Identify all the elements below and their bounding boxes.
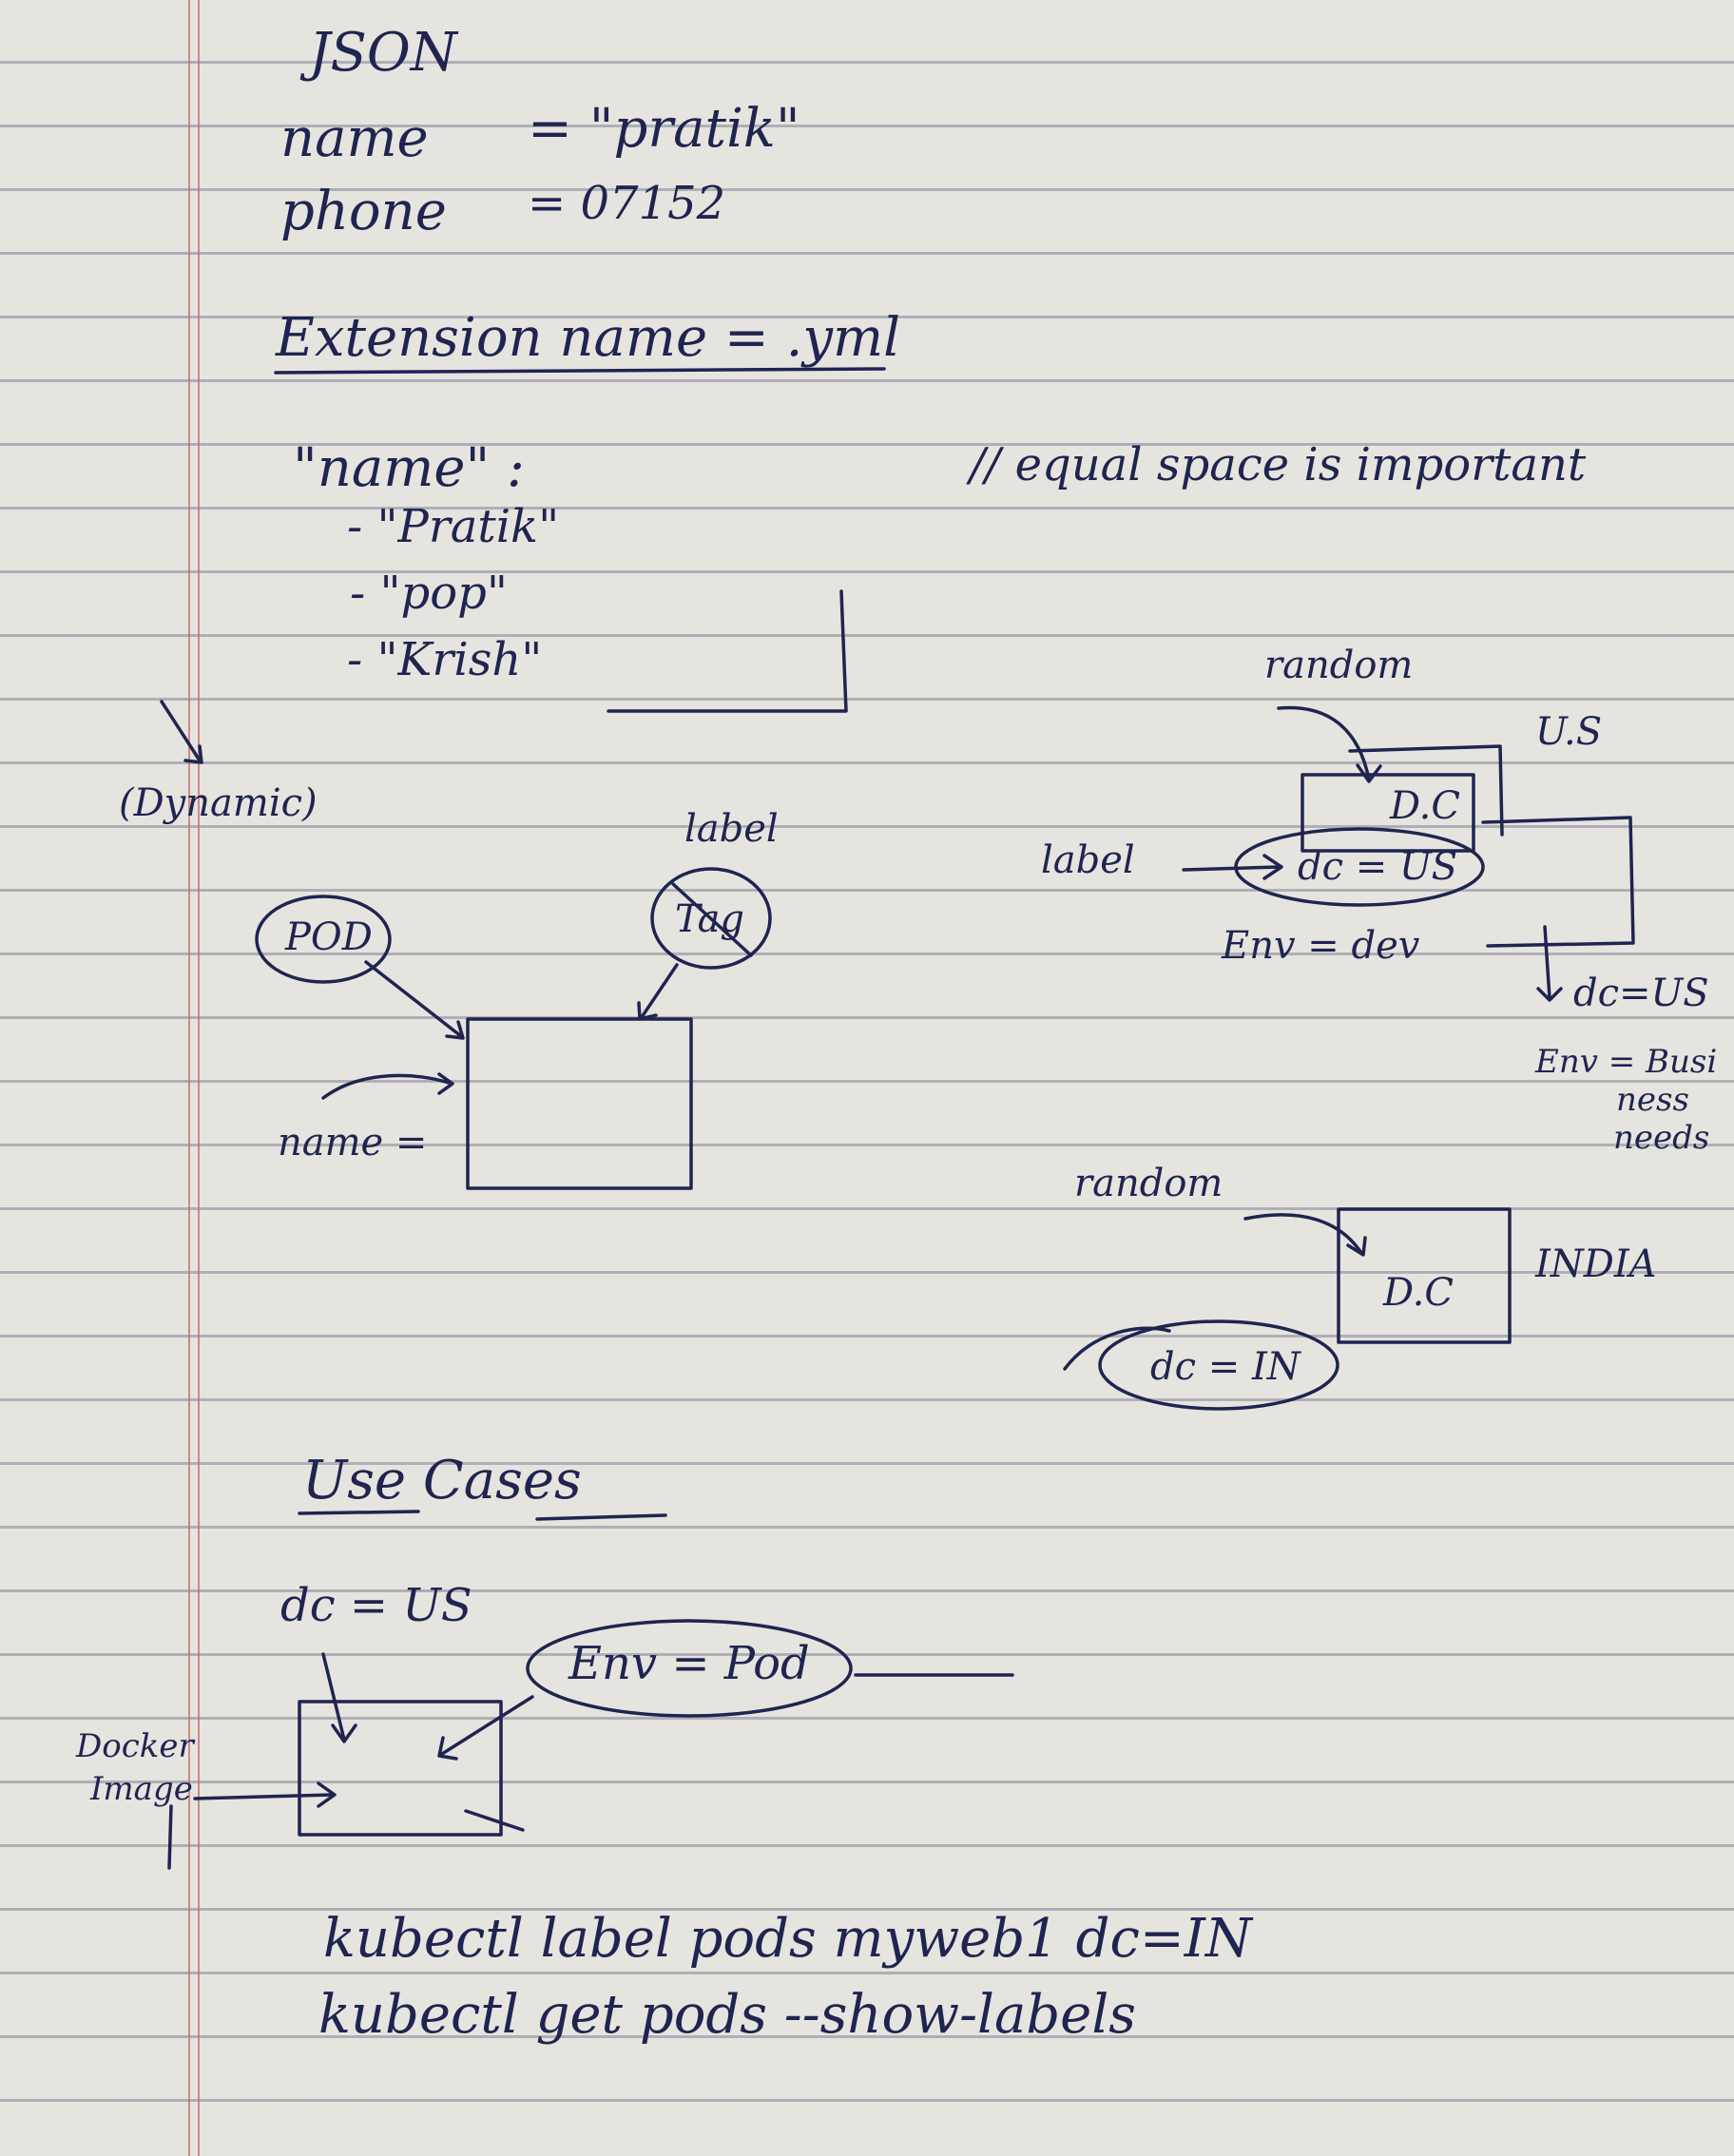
india-label: INDIA <box>1535 1242 1657 1286</box>
docker-line-1: Docker <box>76 1727 194 1765</box>
docker-stem <box>167 1804 173 1870</box>
command-line-2: kubectl get pods --show-labels <box>318 1984 1136 2046</box>
label-arrow <box>1182 854 1283 880</box>
env-business: Env = Busi <box>1535 1043 1718 1081</box>
docker-arrow <box>193 1781 337 1808</box>
tag-circle <box>650 867 772 970</box>
env-prod-circle <box>526 1619 853 1718</box>
random-mid: random <box>1074 1162 1223 1205</box>
label-arrow-text: label <box>1041 838 1135 882</box>
business-needs-2: needs <box>1613 1119 1710 1157</box>
json-name-key: name <box>280 107 429 169</box>
name-arrow <box>321 1072 454 1100</box>
label-word-top: label <box>684 807 779 851</box>
dc-us-bottom-arrow <box>321 1652 357 1743</box>
dc-box-in-text: D.C <box>1383 1271 1454 1315</box>
extension-line: Extension name = .yml <box>276 307 901 369</box>
json-phone-value: = 07152 <box>528 177 726 230</box>
dc-us-right: dc=US <box>1573 972 1709 1015</box>
dc-us-bottom: dc = US <box>280 1579 472 1632</box>
json-name-value: = "pratik" <box>528 98 800 160</box>
us-right-arrow <box>1536 925 1563 1002</box>
env-prod-arrow <box>437 1695 534 1761</box>
business-needs-1: ness <box>1616 1081 1689 1119</box>
list-item-1: - "Pratik" <box>347 500 560 553</box>
pod-circle-text: POD <box>285 915 373 959</box>
pod-circle <box>255 895 392 984</box>
use-cases: Use Cases <box>302 1450 582 1511</box>
dc-in-circle-text: dc = IN <box>1150 1345 1300 1389</box>
list-bracket <box>607 589 848 713</box>
list-key: "name" : <box>293 437 525 499</box>
dc-box-us-text: D.C <box>1390 784 1460 828</box>
us-label: U.S <box>1535 710 1603 754</box>
random-top: random <box>1264 644 1414 687</box>
list-item-2: - "pop" <box>350 567 508 620</box>
docker-box <box>298 1700 503 1837</box>
title-json: JSON <box>309 22 457 84</box>
random-mid-arrow <box>1243 1213 1367 1257</box>
extension-underline <box>274 367 886 375</box>
use-cases-underline <box>298 1510 667 1521</box>
command-line-1: kubectl label pods myweb1 dc=IN <box>323 1908 1252 1970</box>
docker-line-2: Image <box>90 1770 193 1808</box>
env-prod: Env = Pod <box>568 1637 810 1690</box>
name-eq: name = <box>278 1121 428 1165</box>
equal-space-note: // equal space is important <box>970 438 1587 491</box>
dc-in-circle <box>1098 1319 1339 1411</box>
dc-in-swoosh <box>1063 1326 1171 1371</box>
margin-line <box>188 0 190 2156</box>
box-corner-arrow <box>464 1809 525 1832</box>
pod-arrow <box>364 960 465 1040</box>
env-dev: Env = dev <box>1222 924 1420 968</box>
dynamic-arrow <box>160 700 203 764</box>
random-top-arrow <box>1277 705 1382 783</box>
margin-line <box>198 0 200 2156</box>
list-item-3: - "Krish" <box>347 633 543 686</box>
tag-arrow <box>637 963 679 1021</box>
pod-box <box>466 1017 693 1190</box>
tag-strike <box>671 882 753 957</box>
json-phone-key: phone <box>280 181 447 242</box>
dc-box-in <box>1337 1207 1512 1344</box>
us-outer-box <box>1348 744 1635 948</box>
dynamic-label: (Dynamic) <box>119 781 318 825</box>
dc-box-us <box>1300 773 1475 853</box>
dc-us-circle-text: dc = US <box>1298 845 1458 889</box>
